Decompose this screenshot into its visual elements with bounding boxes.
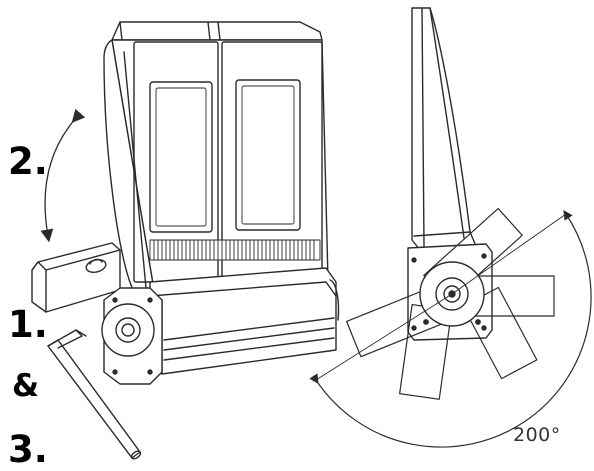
rotation-guide-line-right [451,213,567,295]
rotation-guide-line-left [315,293,453,381]
heat-fins-bottom [149,239,321,261]
rotation-angle-label: 200° [513,424,561,446]
step-1-label: 1. [8,303,48,346]
mounting-bracket [31,242,121,313]
floodlight-side-view [309,7,592,448]
tilt-arrow [40,108,86,243]
rotation-arc [309,209,592,448]
step-2-label: 2. [8,140,48,183]
driver-box [149,267,340,375]
step-3-label: 3. [8,428,48,471]
step-ampersand-label: & [12,368,40,404]
hex-key-tool [47,329,142,460]
pivot-knob-assembly [101,287,163,385]
side-profile [411,7,477,251]
floodlight-perspective-view [31,21,340,460]
lamp-housing [103,21,329,293]
led-panel-right [235,79,301,231]
led-panel-left [149,81,213,233]
